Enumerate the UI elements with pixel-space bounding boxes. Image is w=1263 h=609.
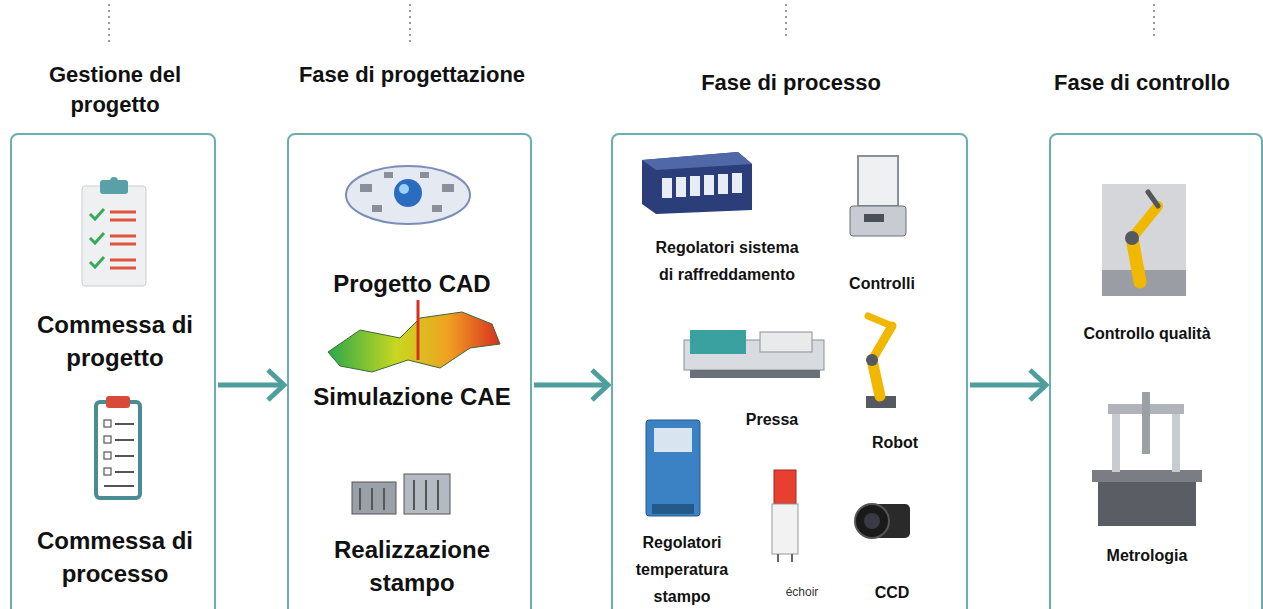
camera-icon <box>855 504 910 538</box>
arrow-head <box>268 370 284 400</box>
robot-photo <box>1102 184 1186 296</box>
phase-heading: Gestione del progetto <box>15 60 215 120</box>
item-label: échoir <box>770 584 834 600</box>
item-label: Controlli <box>827 273 937 295</box>
controller-icon <box>642 152 752 214</box>
scale-icon <box>850 156 906 236</box>
dotted-lines <box>109 4 1154 46</box>
phase-panel: Fase di controlloControllo qualitàMetrol… <box>1049 133 1263 609</box>
arrow-head <box>592 370 608 400</box>
clipboard-icon <box>96 396 140 498</box>
item-label: Robot <box>845 432 945 454</box>
flow-arrow <box>534 370 608 400</box>
item-label: Commessa di progetto <box>20 308 210 374</box>
arrow-shaft <box>218 383 282 388</box>
item-label: Controllo qualità <box>1072 322 1222 345</box>
phase-heading: Fase di processo <box>621 68 961 98</box>
item-label: Realizzazione stampo <box>295 533 530 599</box>
arrow-shaft <box>534 383 606 388</box>
phase-panel: Fase di progettazioneProgetto CADSimulaz… <box>287 133 532 609</box>
phase-heading: Fase di progettazione <box>297 60 527 90</box>
robot-icon <box>866 316 896 408</box>
flow-arrow <box>970 370 1046 400</box>
phase-panel: Gestione del progettoCommessa di progett… <box>10 133 216 609</box>
press-icon <box>684 330 824 378</box>
item-label: Commessa di processo <box>20 524 210 590</box>
clipboard-icon <box>82 177 146 286</box>
item-label: Regolatori sistema di raffreddamento <box>647 234 807 288</box>
mold-icon <box>352 474 450 514</box>
item-label: Simulazione CAE <box>312 380 512 414</box>
item-label: Regolatori temperatura stampo <box>620 529 744 609</box>
flow-arrow <box>218 370 284 400</box>
item-label: Pressa <box>717 409 827 431</box>
item-label: Progetto CAD <box>295 267 530 300</box>
item-label: Metrologia <box>1072 545 1222 567</box>
phase-panel: Fase di processoRegolatori sistema di ra… <box>611 133 968 609</box>
simulation-icon <box>328 300 500 372</box>
dryer-icon <box>772 470 798 562</box>
temperature-controller-icon <box>646 420 700 516</box>
arrow-shaft <box>970 383 1044 388</box>
phase-heading: Fase di controllo <box>1042 68 1242 98</box>
cad-icon <box>346 166 470 224</box>
item-label: CCD <box>852 582 932 604</box>
arrow-head <box>1030 370 1046 400</box>
cmm-icon <box>1092 392 1202 526</box>
